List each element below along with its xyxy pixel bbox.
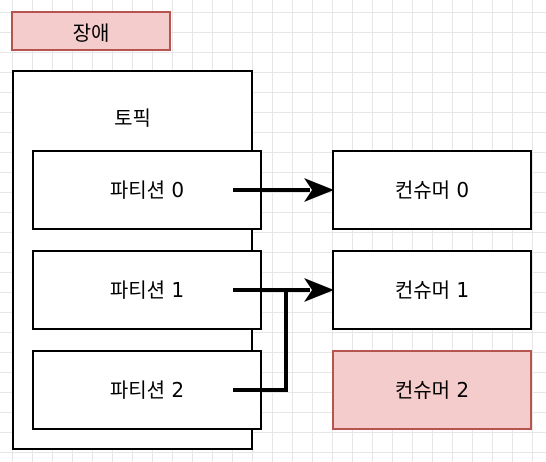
partition-2-label: 파티션 2: [109, 378, 185, 402]
failure-label: 장애: [11, 11, 171, 51]
partition-2-box: 파티션 2: [32, 350, 262, 430]
edge-partition-0-to-consumer-0: [233, 178, 334, 202]
consumer-0-box: 컨슈머 0: [332, 150, 532, 230]
consumer-2-label: 컨슈머 2: [394, 378, 470, 402]
partition-1-label: 파티션 1: [109, 278, 185, 302]
partition-1-box: 파티션 1: [32, 250, 262, 330]
partition-0-box: 파티션 0: [32, 150, 262, 230]
consumer-1-label: 컨슈머 1: [394, 278, 470, 302]
consumer-0-label: 컨슈머 0: [394, 178, 470, 202]
consumer-1-box: 컨슈머 1: [332, 250, 532, 330]
edge-partition-2-to-consumer-1: [233, 290, 288, 392]
consumer-2-box-failed: 컨슈머 2: [332, 350, 532, 430]
edge-partition-1-to-consumer-1: [233, 278, 334, 302]
partition-0-label: 파티션 0: [109, 178, 185, 202]
topic-title: 토픽: [114, 106, 151, 130]
failure-label-text: 장애: [72, 20, 110, 45]
